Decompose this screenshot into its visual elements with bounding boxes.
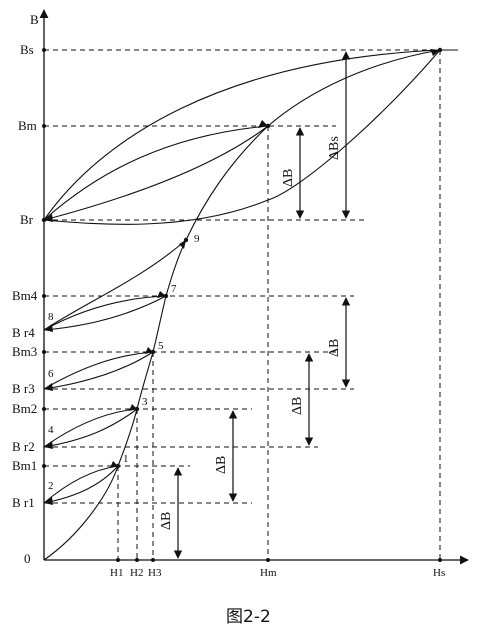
delta-b-label-m: ΔB — [281, 169, 296, 187]
minor-loop-7-upper — [43, 295, 167, 331]
figure-caption: 图2-2 — [226, 607, 271, 627]
delta-b-label-3: ΔB — [290, 397, 305, 415]
label-hs: Hs — [433, 567, 445, 579]
label-bm4: Bm4 — [12, 288, 38, 303]
label-br3: B r3 — [12, 381, 35, 396]
point-1: 1 — [123, 453, 129, 465]
label-bm: Bm — [18, 118, 37, 133]
point-8: 8 — [48, 311, 54, 323]
minor-loop-m-upper — [43, 125, 269, 221]
point-9: 9 — [194, 233, 200, 245]
y-axis-label: B — [30, 12, 39, 27]
curve-arrowheads — [44, 49, 440, 505]
point-3: 3 — [142, 396, 148, 408]
label-br1: B r1 — [12, 495, 35, 510]
delta-b-label-1: ΔB — [159, 512, 174, 530]
label-br4: B r4 — [12, 325, 35, 340]
point-7: 7 — [171, 283, 177, 295]
point-5: 5 — [158, 340, 164, 352]
origin-label: 0 — [24, 551, 31, 566]
minor-loop-9 — [43, 239, 187, 331]
minor-loop-7-lower — [43, 295, 167, 331]
minor-loop-1-lower — [43, 465, 119, 504]
guide-lines — [44, 49, 441, 558]
delta-bs-label: ΔBs — [327, 136, 342, 160]
label-br: Br — [20, 212, 34, 227]
label-h2: H2 — [130, 567, 143, 579]
x-tick-dots — [116, 558, 442, 562]
delta-b-label-4: ΔB — [327, 339, 342, 357]
curve-point-dots — [41, 47, 443, 469]
label-hm: Hm — [260, 567, 277, 579]
label-bm3: Bm3 — [12, 344, 37, 359]
minor-loop-1-upper — [43, 465, 119, 504]
label-bm1: Bm1 — [12, 458, 37, 473]
label-br2: B r2 — [12, 439, 35, 454]
major-loop-upper-curve — [43, 49, 441, 221]
minor-loop-3-upper — [43, 408, 138, 448]
major-loop-return-curve — [43, 49, 441, 225]
label-bs: Bs — [20, 42, 34, 57]
y-tick-dots — [42, 48, 46, 468]
point-6: 6 — [48, 368, 54, 380]
delta-b-label-2: ΔB — [214, 456, 229, 474]
minor-loop-3-lower — [43, 408, 138, 448]
point-2: 2 — [48, 480, 54, 492]
minor-loop-5-lower — [43, 351, 154, 390]
minor-loop-m-lower — [43, 125, 269, 221]
label-h3: H3 — [148, 567, 162, 579]
label-bm2: Bm2 — [12, 401, 37, 416]
point-4: 4 — [48, 424, 54, 436]
minor-loop-5-upper — [43, 351, 154, 390]
label-h1: H1 — [110, 567, 123, 579]
delta-arrows — [173, 51, 351, 559]
